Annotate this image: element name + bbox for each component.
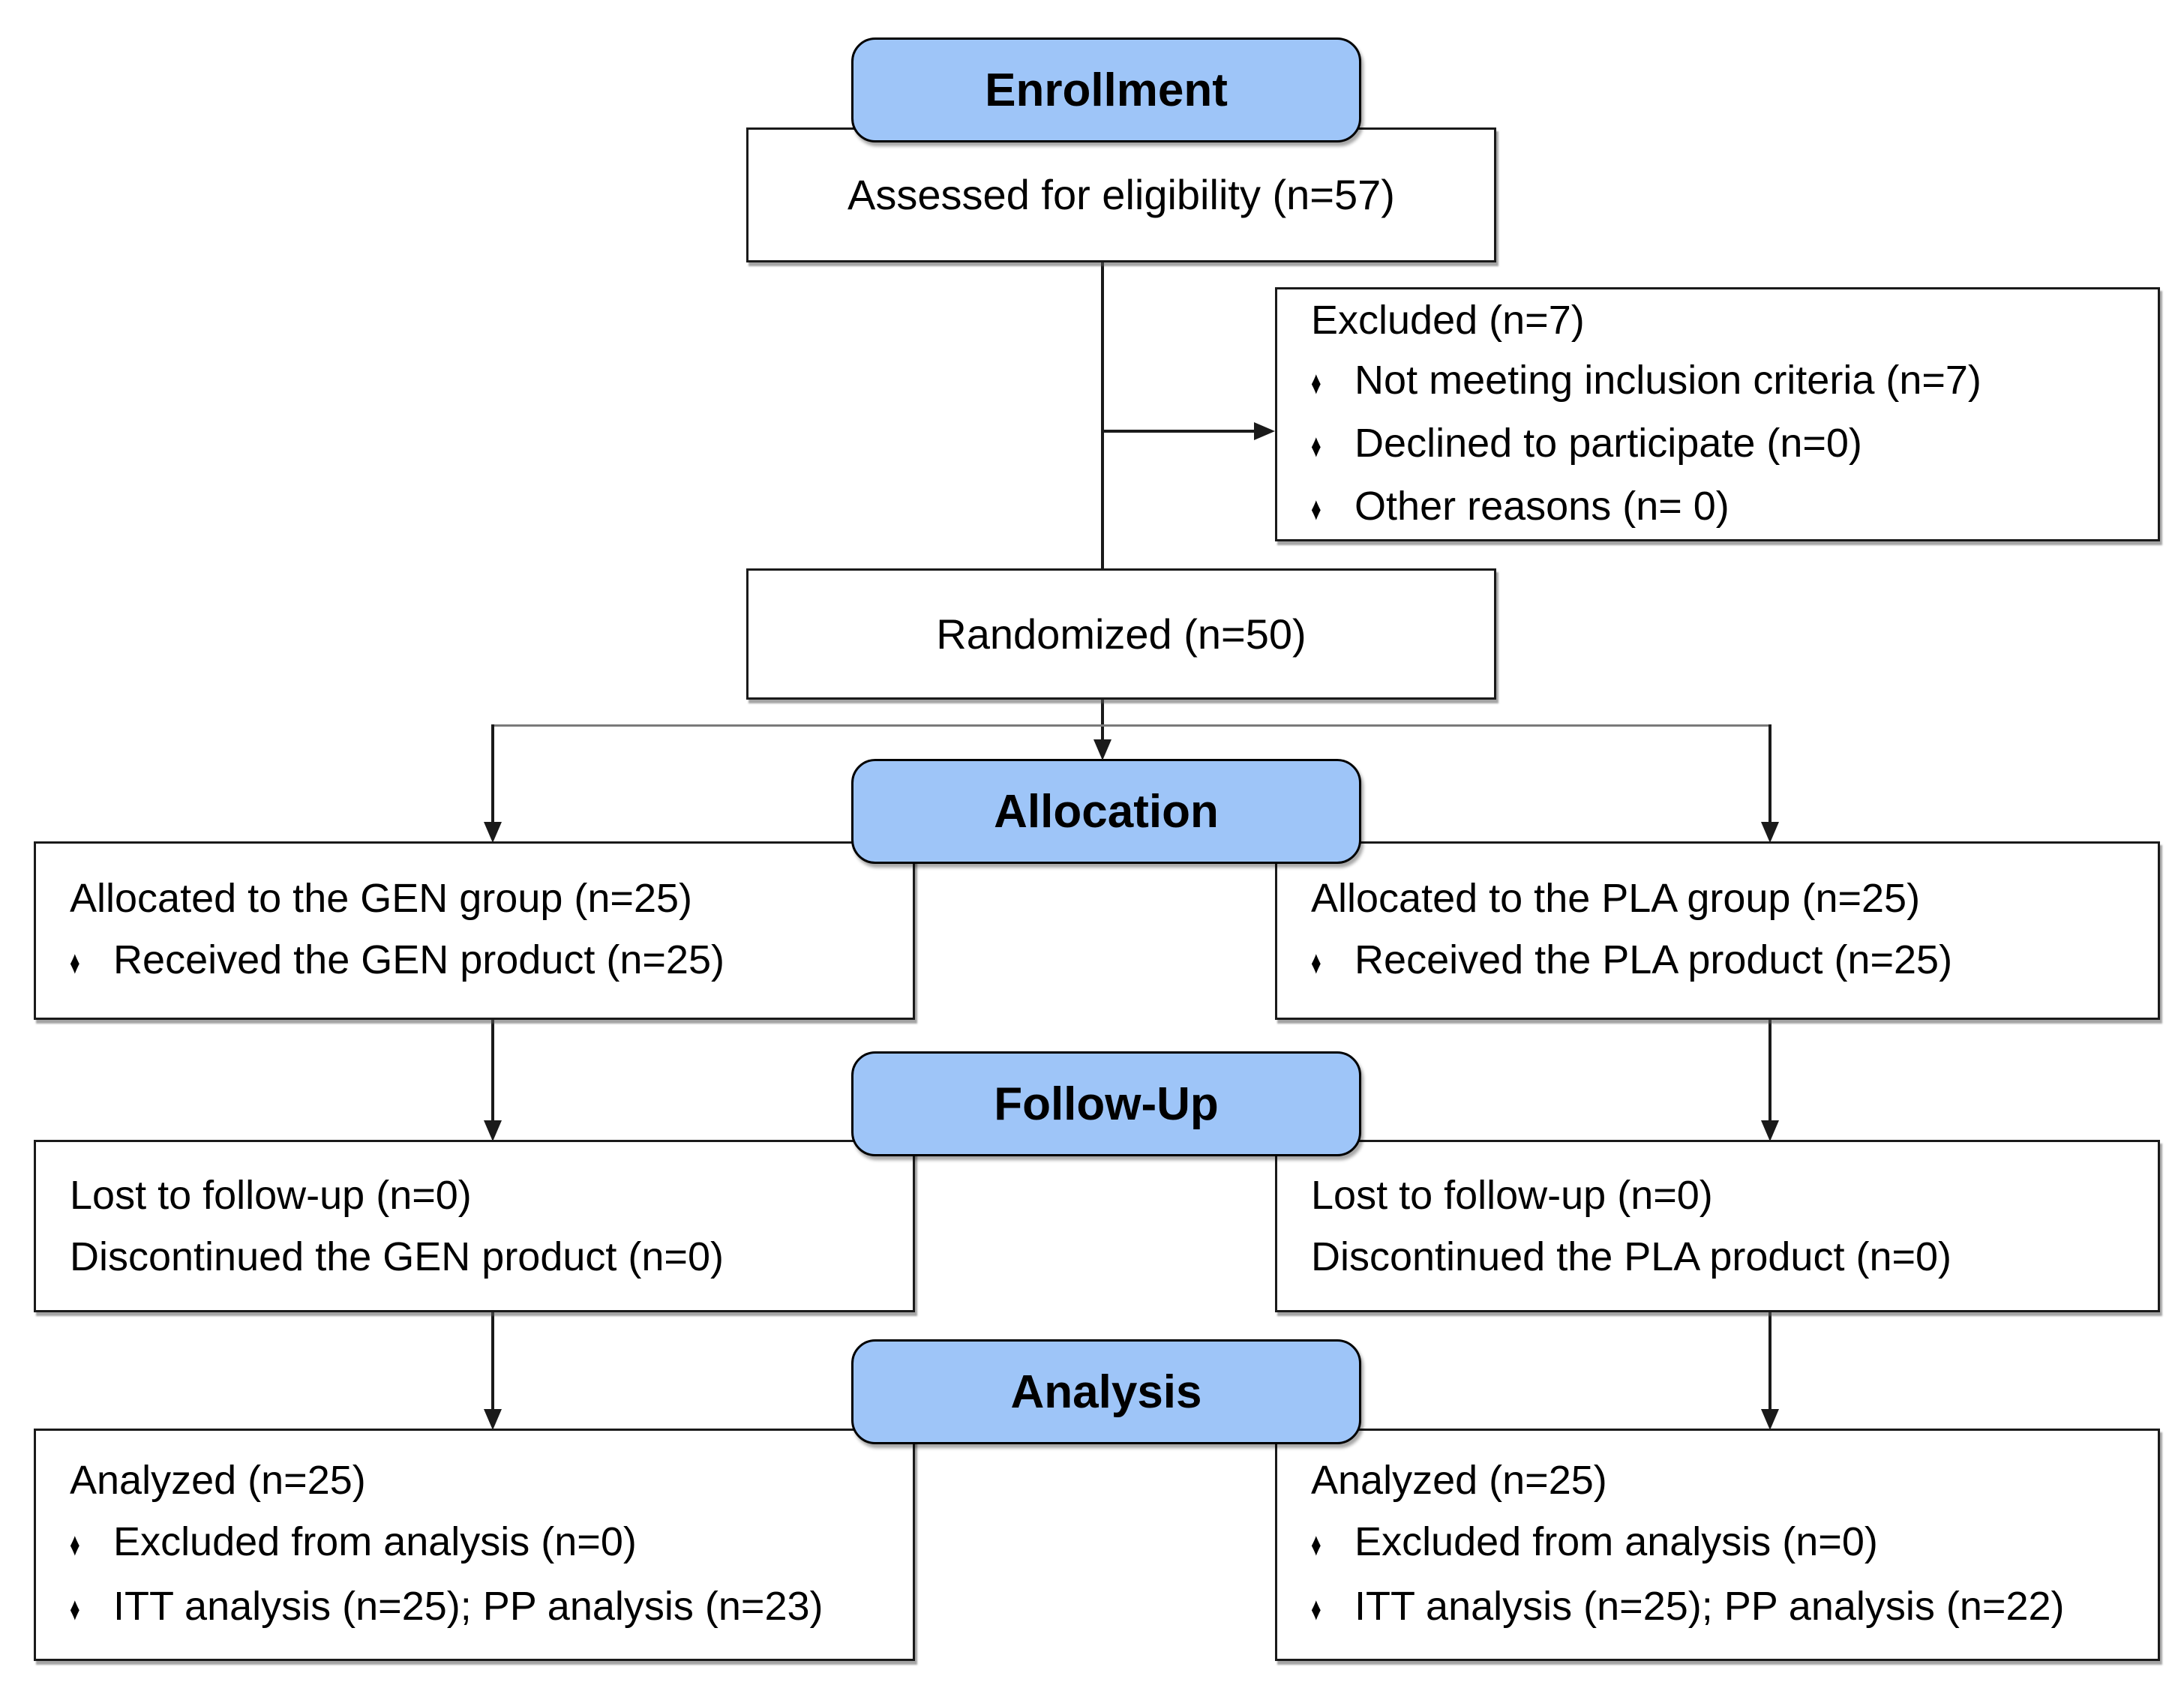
bullet-diamond-icon: ♦ — [1311, 1591, 1322, 1627]
followup-right-line-2: Discontinued the PLA product (n=0) — [1311, 1234, 1952, 1279]
allocation-right-arrowhead-icon — [1761, 822, 1779, 843]
excluded-title: Excluded (n=7) — [1311, 297, 1585, 343]
followup-right-arrowhead-icon — [1761, 1120, 1779, 1141]
connector-followup-to-analysis-right — [1768, 1311, 1772, 1409]
excluded-box: Excluded (n=7) ♦ Not meeting inclusion c… — [1275, 287, 2160, 541]
analysis-right-arrowhead-icon — [1761, 1409, 1779, 1430]
bullet-diamond-icon: ♦ — [70, 1527, 80, 1563]
allocation-right-bullet-text: Received the PLA product (n=25) — [1354, 937, 1953, 982]
assessed-box: Assessed for eligibility (n=57) — [746, 127, 1496, 262]
analysis-header-label: Analysis — [1010, 1366, 1202, 1418]
followup-right-box: Lost to follow-up (n=0) Discontinued the… — [1275, 1140, 2160, 1312]
allocation-left-box: Allocated to the GEN group (n=25) ♦ Rece… — [34, 841, 915, 1020]
branch-right-drop — [1768, 724, 1772, 822]
bullet-diamond-icon: ♦ — [1311, 945, 1322, 981]
analysis-right-bullet-1: ♦ Excluded from analysis (n=0) — [1311, 1511, 2140, 1576]
connector-allocation-to-followup-left — [491, 1018, 494, 1120]
analysis-right-bullet-2: ♦ ITT analysis (n=25); PP analysis (n=22… — [1311, 1576, 2140, 1640]
allocation-left-arrowhead-icon — [484, 822, 502, 843]
followup-left-line-1: Lost to follow-up (n=0) — [70, 1173, 472, 1218]
followup-left-line-2: Discontinued the GEN product (n=0) — [70, 1234, 724, 1279]
analysis-header: Analysis — [851, 1339, 1361, 1444]
randomization-branch-line — [491, 724, 1772, 727]
followup-header-label: Follow-Up — [994, 1078, 1219, 1130]
analysis-left-bullet-1-text: Excluded from analysis (n=0) — [113, 1519, 637, 1564]
randomized-box: Randomized (n=50) — [746, 568, 1496, 700]
analysis-left-bullet-2: ♦ ITT analysis (n=25); PP analysis (n=23… — [70, 1576, 895, 1640]
analysis-left-title: Analyzed (n=25) — [70, 1458, 366, 1503]
allocation-right-bullet: ♦ Received the PLA product (n=25) — [1311, 929, 2140, 994]
followup-left-arrowhead-icon — [484, 1120, 502, 1141]
bullet-diamond-icon: ♦ — [1311, 490, 1322, 527]
allocation-right-box: Allocated to the PLA group (n=25) ♦ Rece… — [1275, 841, 2160, 1020]
enrollment-header-label: Enrollment — [985, 64, 1228, 116]
allocation-left-bullet-text: Received the GEN product (n=25) — [113, 937, 724, 982]
enrollment-header: Enrollment — [851, 37, 1361, 142]
excluded-bullet-3-text: Other reasons (n= 0) — [1354, 483, 1730, 529]
branch-left-drop — [491, 724, 494, 822]
bullet-diamond-icon: ♦ — [1311, 427, 1322, 464]
allocation-header: Allocation — [851, 759, 1361, 864]
analysis-left-bullet-1: ♦ Excluded from analysis (n=0) — [70, 1511, 895, 1576]
allocation-right-title: Allocated to the PLA group (n=25) — [1311, 876, 1921, 921]
analysis-right-box: Analyzed (n=25) ♦ Excluded from analysis… — [1275, 1429, 2160, 1661]
connector-followup-to-analysis-left — [491, 1311, 494, 1409]
randomized-text: Randomized (n=50) — [936, 610, 1306, 658]
excluded-bullet-3: ♦ Other reasons (n= 0) — [1311, 476, 2140, 539]
excluded-bullet-2: ♦ Declined to participate (n=0) — [1311, 413, 2140, 476]
excluded-bullet-1-text: Not meeting inclusion criteria (n=7) — [1354, 357, 1982, 403]
analysis-left-arrowhead-icon — [484, 1409, 502, 1430]
bullet-diamond-icon: ♦ — [1311, 1527, 1322, 1563]
bullet-diamond-icon: ♦ — [1311, 364, 1322, 401]
followup-header: Follow-Up — [851, 1051, 1361, 1156]
analysis-right-bullet-2-text: ITT analysis (n=25); PP analysis (n=22) — [1354, 1584, 2065, 1629]
connector-allocation-to-followup-right — [1768, 1018, 1772, 1120]
analysis-left-bullet-2-text: ITT analysis (n=25); PP analysis (n=23) — [113, 1584, 824, 1629]
followup-left-box: Lost to follow-up (n=0) Discontinued the… — [34, 1140, 915, 1312]
allocation-arrowhead-icon — [1094, 739, 1112, 760]
excluded-bullet-1: ♦ Not meeting inclusion criteria (n=7) — [1311, 350, 2140, 413]
connector-to-excluded — [1102, 430, 1257, 433]
allocation-header-label: Allocation — [994, 785, 1219, 838]
bullet-diamond-icon: ♦ — [70, 945, 80, 981]
assessed-text: Assessed for eligibility (n=57) — [848, 171, 1395, 218]
analysis-right-bullet-1-text: Excluded from analysis (n=0) — [1354, 1519, 1878, 1564]
analysis-left-box: Analyzed (n=25) ♦ Excluded from analysis… — [34, 1429, 915, 1661]
connector-randomized-to-allocation — [1101, 698, 1104, 741]
allocation-left-bullet: ♦ Received the GEN product (n=25) — [70, 929, 895, 994]
excluded-bullet-2-text: Declined to participate (n=0) — [1354, 420, 1862, 466]
excluded-arrowhead-icon — [1254, 422, 1275, 440]
allocation-left-title: Allocated to the GEN group (n=25) — [70, 876, 692, 921]
bullet-diamond-icon: ♦ — [70, 1591, 80, 1627]
connector-assessed-to-randomized — [1101, 261, 1104, 568]
analysis-right-title: Analyzed (n=25) — [1311, 1458, 1607, 1503]
followup-right-line-1: Lost to follow-up (n=0) — [1311, 1173, 1713, 1218]
